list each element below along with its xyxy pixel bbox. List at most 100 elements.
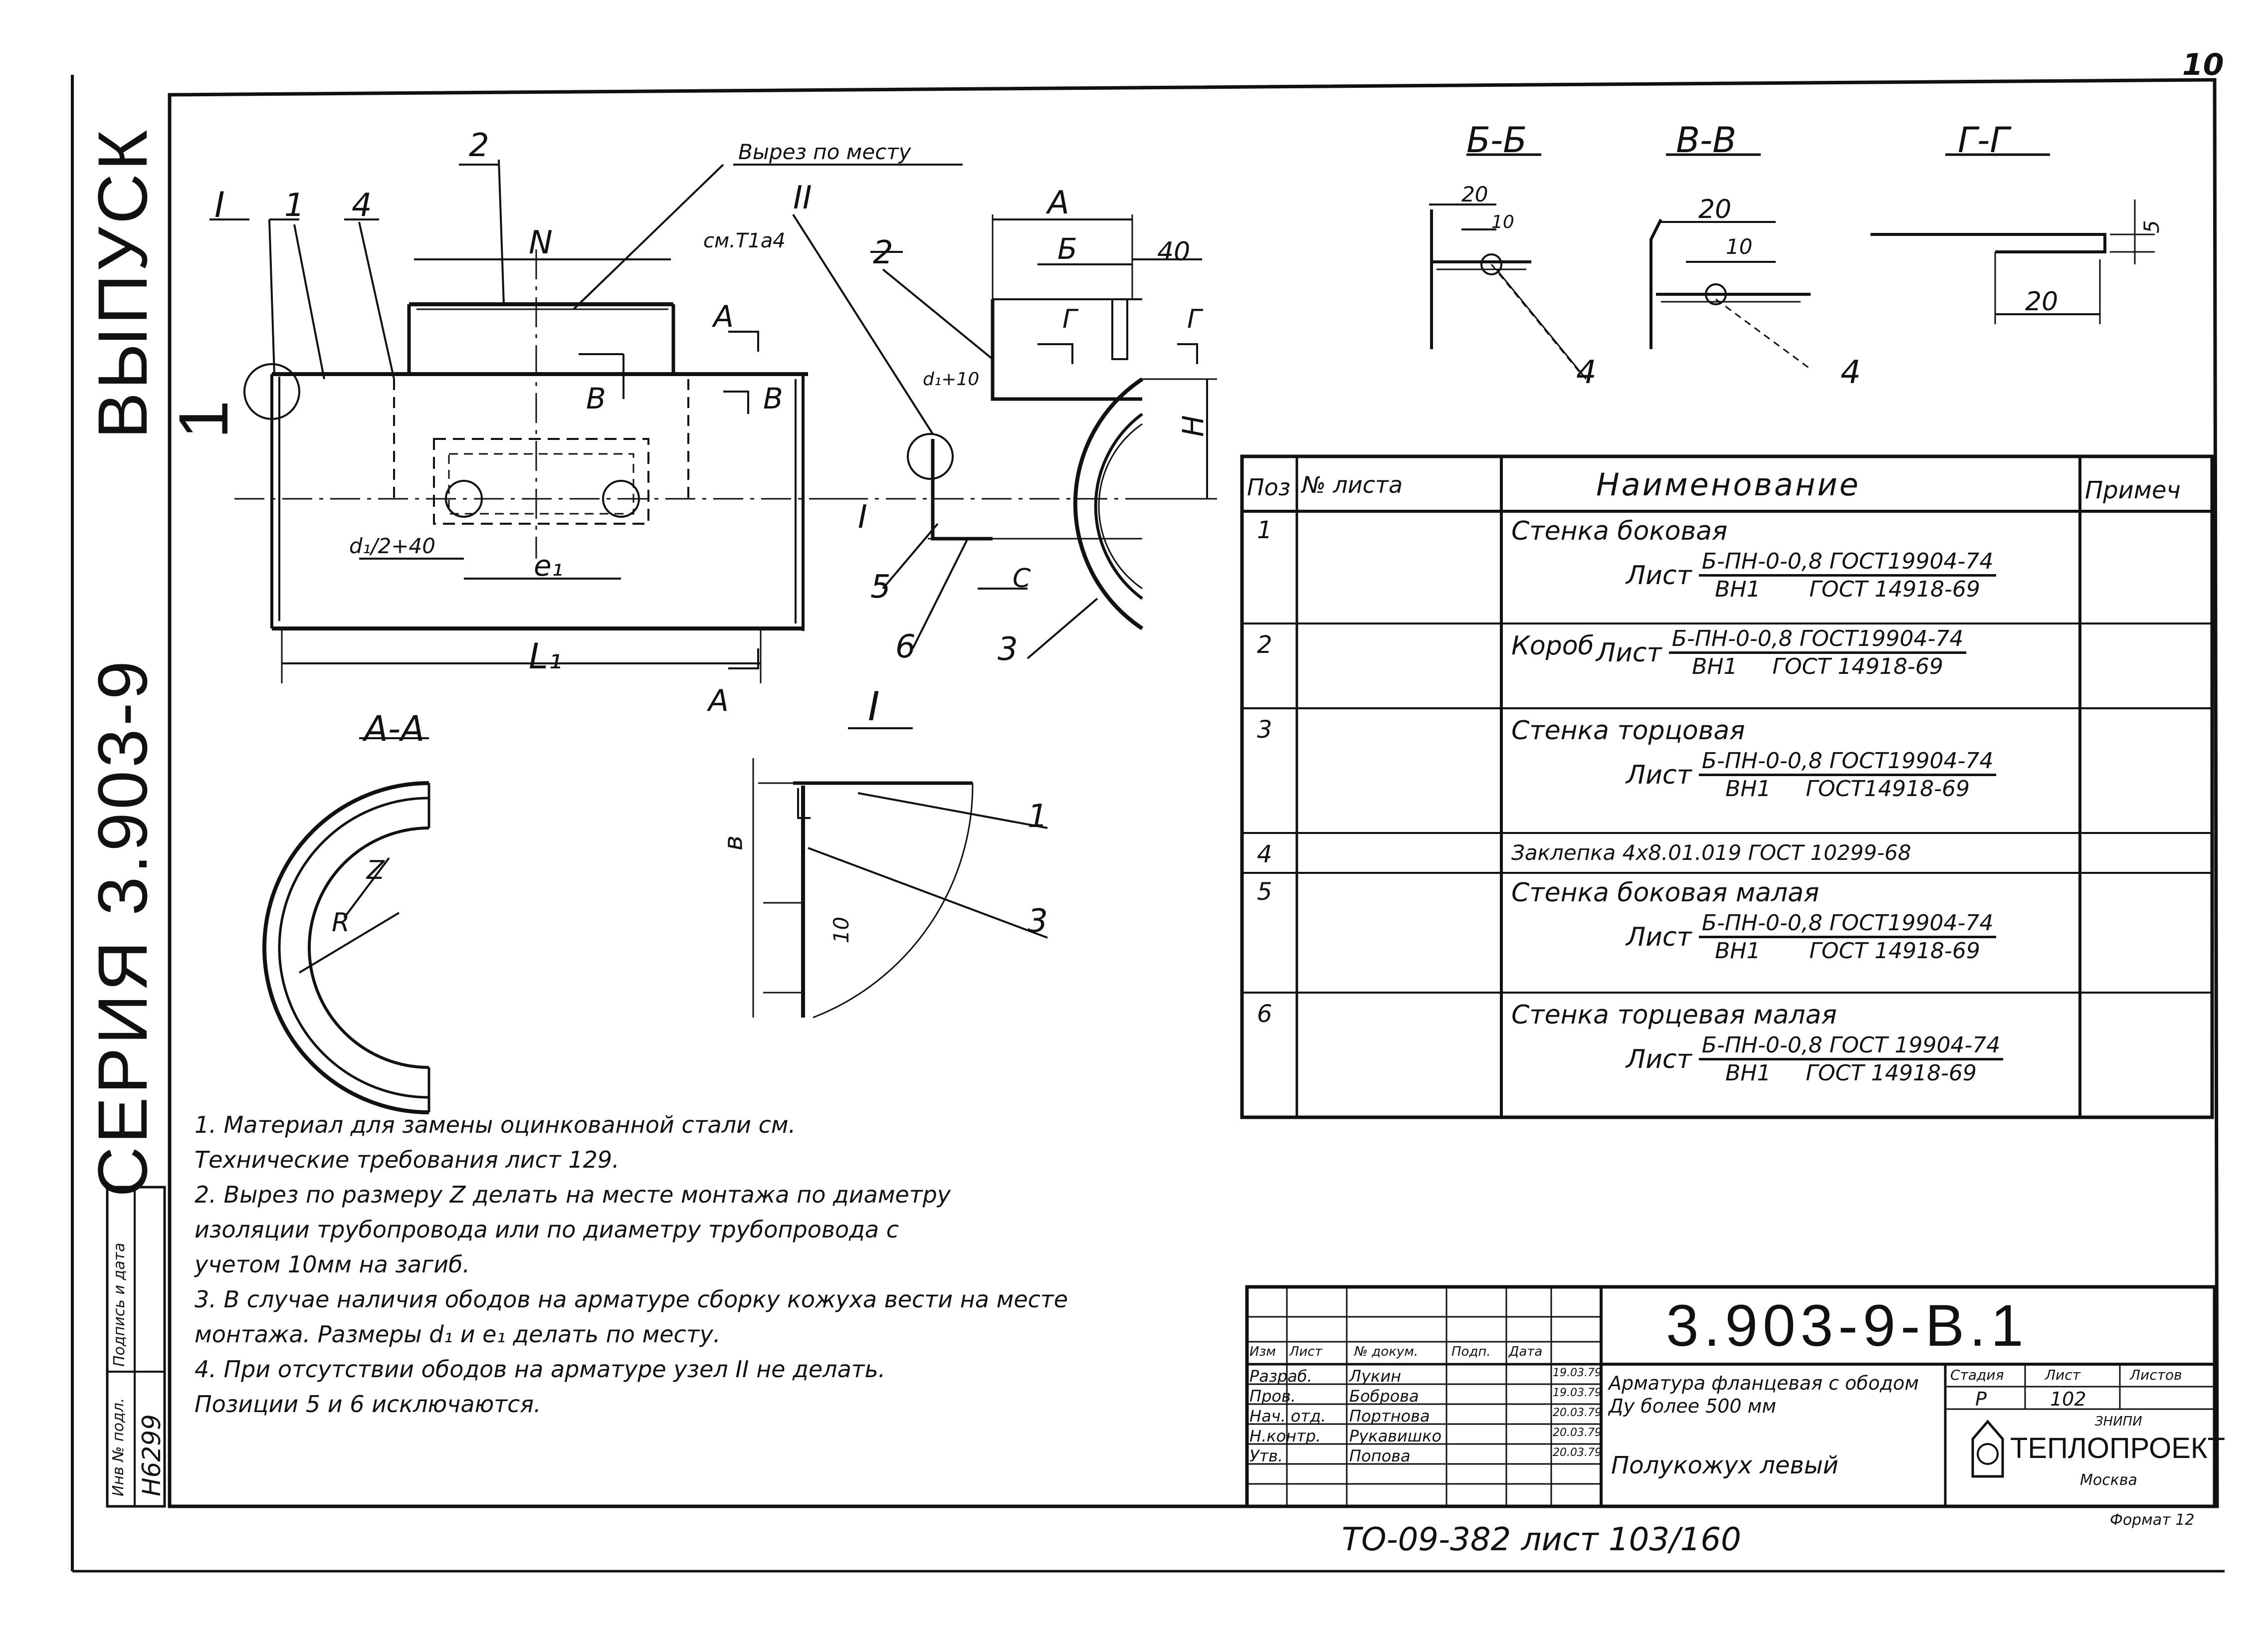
label-node-i-end: I	[858, 499, 867, 536]
left-stamp-box	[106, 1186, 166, 1508]
sheets-label: Листов	[2130, 1367, 2182, 1383]
label-pos-1: 1	[284, 187, 305, 224]
label-section-aa: А-А	[364, 708, 425, 749]
col-header-doc: № докум.	[1354, 1344, 1419, 1359]
label-40-dim: 40	[1157, 237, 1191, 267]
label-pos-5: 5	[870, 569, 891, 606]
label-vv-20: 20	[1698, 195, 1732, 224]
format-label: Формат 12	[2110, 1511, 2195, 1529]
spec-row-name: Заклепка 4х8.01.019 ГОСТ 10299-68	[1511, 840, 1911, 865]
label-b-dim: Б	[1057, 232, 1077, 266]
label-v-arrow: В	[763, 382, 783, 415]
label-a-bottom: А	[708, 683, 729, 718]
spec-row-denominator: ВН1 ГОСТ 14918-69	[1715, 577, 1980, 602]
title-block-date: 19.03.79	[1553, 1367, 1602, 1379]
main-view	[209, 159, 963, 683]
spec-row-prefix: Лист	[1626, 1044, 1692, 1074]
label-vv-4: 4	[1841, 354, 1861, 391]
spec-row-pos: 4	[1257, 840, 1272, 868]
title-block-role: Разраб.	[1249, 1367, 1312, 1386]
label-gg-5: 5	[2139, 220, 2164, 233]
title-block-name: Портнова	[1349, 1407, 1430, 1426]
page-number: 10	[2182, 47, 2224, 82]
sheet-value: 102	[2050, 1388, 2086, 1410]
title-description: Арматура фланцевая с ободом Ду более 500…	[1609, 1372, 1919, 1417]
spec-row-denominator: ВН1 ГОСТ 14918-69	[1725, 1060, 1977, 1086]
label-b-arrow: В	[586, 382, 606, 415]
frame-inner	[168, 78, 2219, 1508]
spec-row-prefix: Лист	[1626, 760, 1692, 790]
spec-row-name: Короб	[1511, 631, 1594, 661]
title-block-name: Рукавишко	[1349, 1427, 1442, 1445]
label-g-right: Г	[1187, 304, 1202, 334]
label-section-gg: Г-Г	[1958, 120, 2010, 161]
spec-row-denominator: ВН1 ГОСТ 14918-69	[1715, 938, 1980, 964]
spec-table-grid	[1240, 454, 2214, 1119]
label-pos-1b: 1	[1028, 798, 1048, 835]
label-e1: e₁	[534, 549, 563, 583]
label-z: Z	[367, 855, 385, 885]
title-block-role: Нач. отд.	[1249, 1407, 1326, 1426]
title-block-role: Утв.	[1249, 1446, 1283, 1465]
label-b-small: в	[718, 835, 749, 851]
note-line: монтажа. Размеры d₁ и e₁ делать по месту…	[195, 1321, 721, 1348]
spec-row-prefix: Лист	[1626, 922, 1692, 952]
note-line: учетом 10мм на загиб.	[195, 1251, 470, 1278]
label-pos-4: 4	[352, 187, 372, 224]
spec-row-pos: 6	[1257, 1000, 1272, 1028]
section-aa-view	[262, 737, 430, 1114]
label-gg-20: 20	[2025, 287, 2059, 317]
label-pos-2: 2	[469, 127, 489, 164]
detail-i-view	[752, 727, 1048, 1019]
col-header-sign: Подп.	[1451, 1344, 1491, 1359]
label-n-dim: N	[529, 224, 553, 261]
note-line: изоляции трубопровода или по диаметру тр…	[195, 1216, 899, 1243]
spec-row-pos: 1	[1257, 516, 1272, 544]
title-block-name: Лукин	[1349, 1367, 1402, 1386]
label-c-dim: С	[1013, 564, 1031, 594]
title-block-date: 20.03.79	[1553, 1427, 1602, 1439]
notes-block: 1. Материал для замены оцинкованной стал…	[195, 1107, 1068, 1422]
title-block-date: 19.03.79	[1553, 1387, 1602, 1399]
label-h-dim: Н	[1176, 415, 1210, 437]
footer-sheet-ref: ТО-09-382 лист 103/160	[1342, 1521, 1741, 1558]
title-block-role: Н.контр.	[1249, 1427, 1321, 1445]
stage-value: Р	[1975, 1388, 1987, 1410]
title-block-role: Пров.	[1249, 1387, 1296, 1406]
label-node-ii: II	[793, 180, 812, 216]
label-d1-10: d₁+10	[923, 369, 980, 390]
title-name: Полукожух левый	[1611, 1451, 1839, 1479]
stamp-sign-label: Подпись и дата	[111, 1242, 128, 1367]
org-name: ТЕПЛОПРОЕКТ	[2010, 1432, 2226, 1464]
label-cutout: Вырез по месту	[738, 140, 911, 164]
col-header-izm: Изм	[1249, 1344, 1276, 1359]
section-gg-view	[1870, 153, 2155, 324]
label-pos-3b: 3	[1028, 903, 1048, 940]
label-section-vv: В-В	[1676, 120, 1737, 161]
label-node-i: I	[214, 185, 225, 225]
stamp-inv-label: Инв № подл.	[110, 1398, 127, 1496]
label-r: R	[332, 908, 350, 938]
label-bb-10: 10	[1491, 212, 1514, 232]
spec-row-denominator: ВН1 ГОСТ 14918-69	[1692, 654, 1943, 679]
label-detail-i: I	[868, 683, 880, 730]
spec-row-name: Стенка торцовая	[1511, 716, 1745, 746]
section-vv-view	[1649, 153, 1811, 370]
spec-header-note: Примеч	[2085, 476, 2181, 504]
title-block-date: 20.03.79	[1553, 1446, 1602, 1459]
label-vv-10: 10	[1726, 234, 1753, 259]
spec-row-name: Стенка торцевая малая	[1511, 1000, 1837, 1030]
spec-row-name: Стенка боковая малая	[1511, 878, 1820, 908]
note-line: Технические требования лист 129.	[195, 1146, 619, 1173]
note-line: 4. При отсутствии ободов на арматуре узе…	[195, 1356, 886, 1383]
series-label-vertical: СЕРИЯ 3.903-9	[82, 599, 163, 1197]
